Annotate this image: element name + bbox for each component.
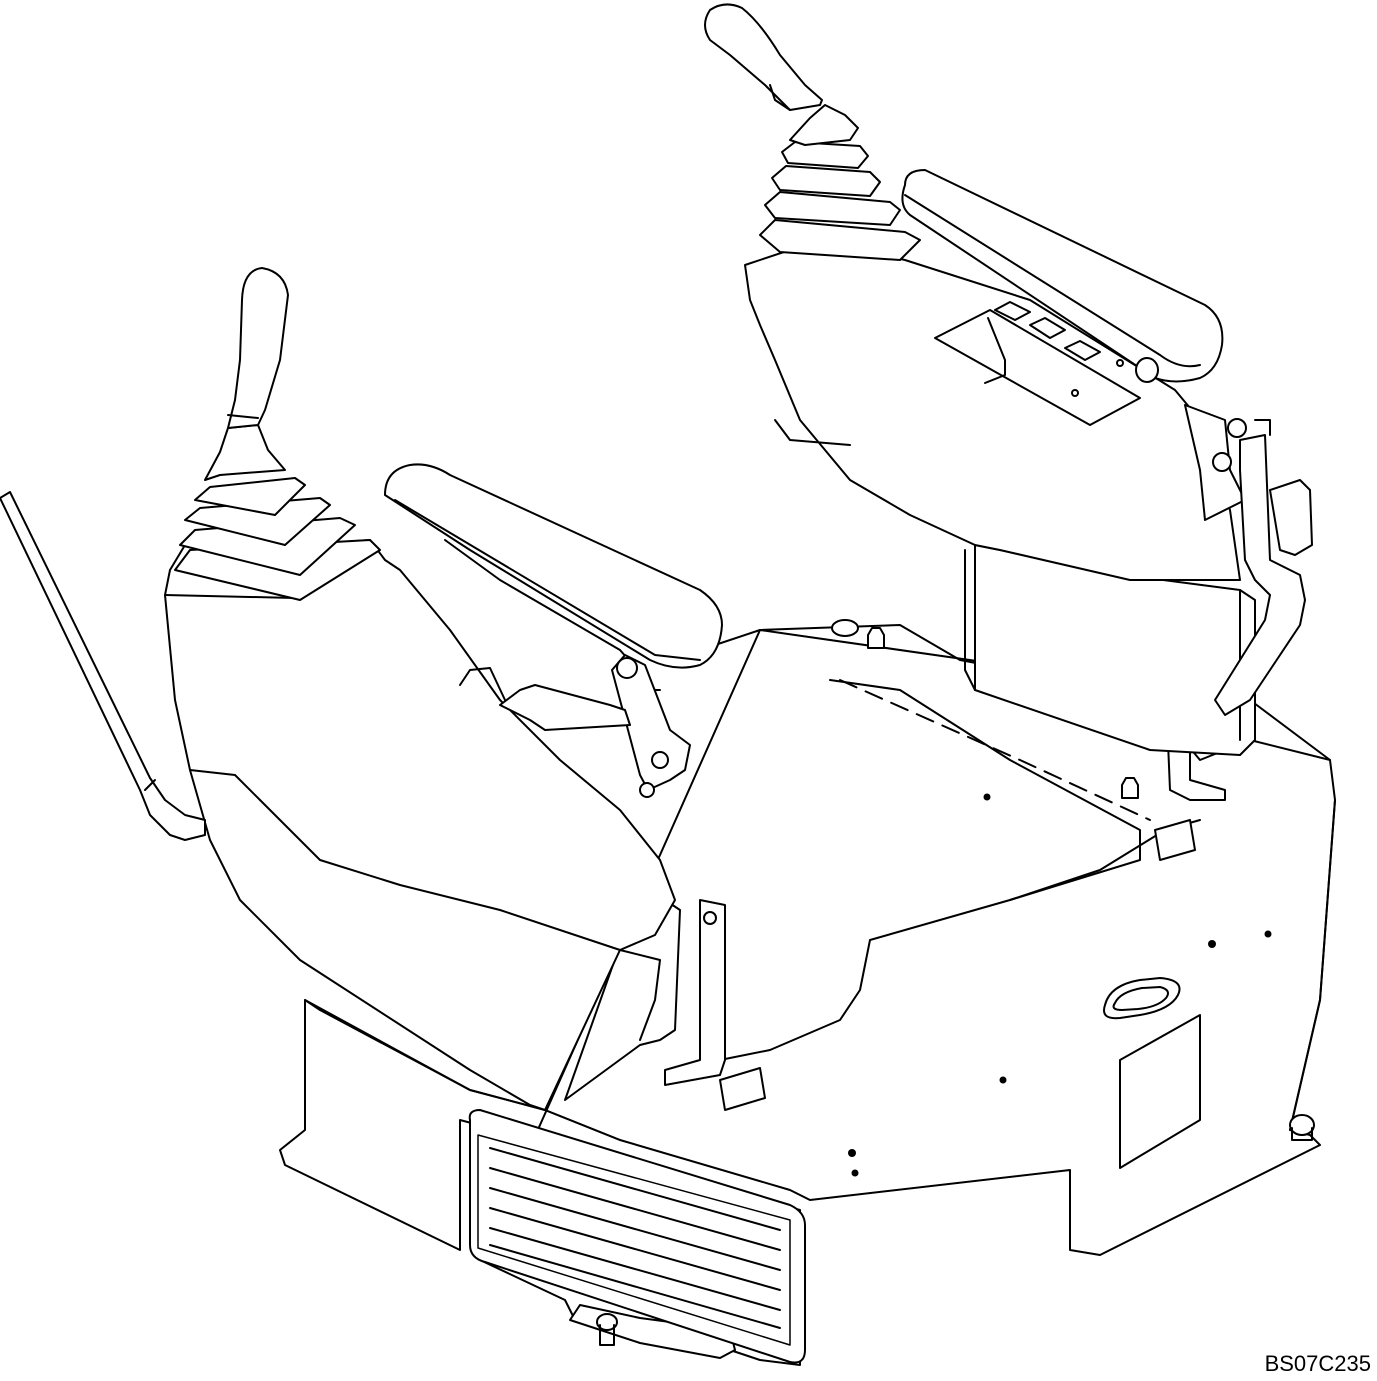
armrest-left [384, 463, 723, 669]
joystick-left-grip [227, 267, 289, 429]
part-code-label: BS07C235 [1264, 1351, 1371, 1376]
bolt-front [596, 1313, 618, 1331]
slot-hole [1103, 977, 1181, 1020]
left-console [164, 267, 723, 1111]
armrest-right [901, 169, 1224, 383]
base-frame [279, 624, 1336, 1366]
access-cover [1119, 1014, 1201, 1169]
joystick-right-grip [704, 3, 823, 111]
right-console [704, 3, 1313, 756]
upright-bracket-left [664, 899, 726, 1086]
lock-lever [0, 491, 206, 841]
bolt-right [1289, 1114, 1315, 1136]
vent-grille [468, 1109, 806, 1364]
